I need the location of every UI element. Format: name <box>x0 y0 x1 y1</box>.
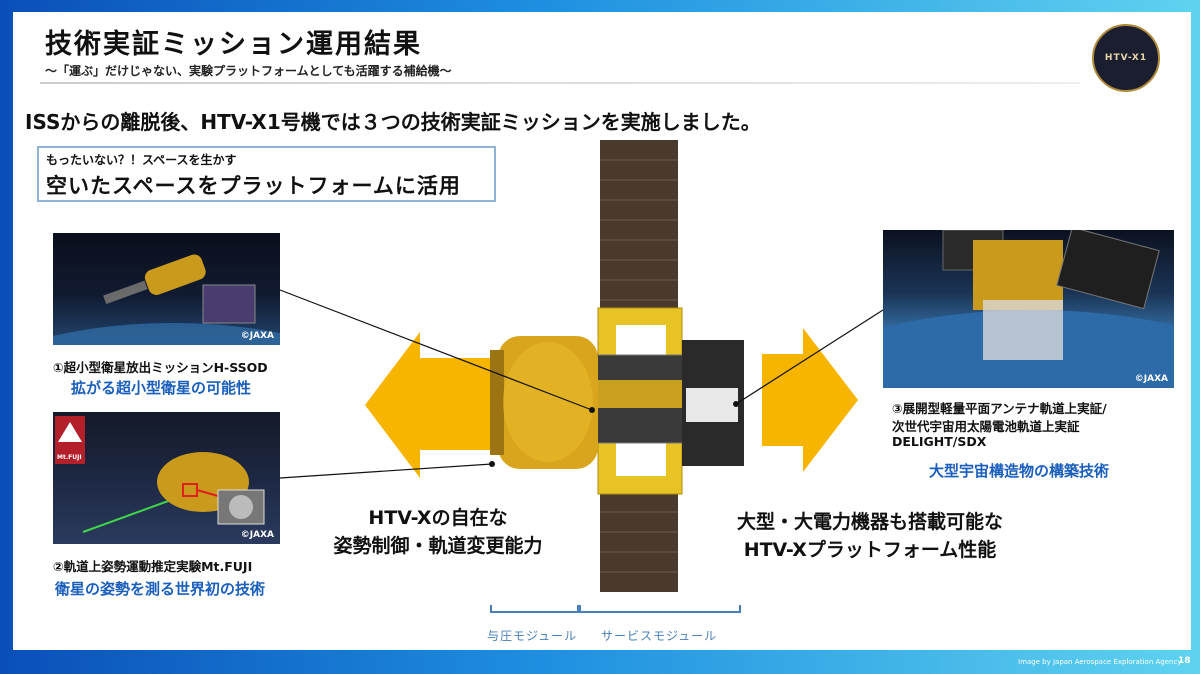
photo-credit: ©JAXA <box>1134 374 1168 384</box>
ability-left: HTV-Xの自在な 姿勢制御・軌道変更能力 <box>318 504 558 560</box>
mission-2-caption: ②軌道上姿勢運動推定実験Mt.FUJI <box>53 559 253 574</box>
ability-left-line2: 姿勢制御・軌道変更能力 <box>333 535 543 557</box>
callout-small-text: もったいない？！スペースを生かす <box>46 153 237 167</box>
callout-box <box>37 146 496 202</box>
delight-sdx-illustration <box>883 230 1174 388</box>
mission-3-caption-line2: 次世代宇宙用太陽電池軌道上実証 <box>892 419 1080 434</box>
mtfuji-illustration <box>55 416 265 533</box>
photo-mtfuji: Mt.FUJI ©JAXA <box>53 412 280 544</box>
solar-panel-top <box>600 140 678 315</box>
mission-2-benefit: 衛星の姿勢を測る世界初の技術 <box>55 580 266 598</box>
photo-credit: ©JAXA <box>240 530 274 540</box>
mtfuji-badge: Mt.FUJI <box>57 454 82 461</box>
footer-image-credit: Image by Japan Aerospace Exploration Age… <box>1018 658 1182 666</box>
service-module-label: サービスモジュール <box>601 629 718 643</box>
mission-3-benefit: 大型宇宙構造物の構築技術 <box>929 462 1110 480</box>
ability-right: 大型・大電力機器も搭載可能な HTV-Xプラットフォーム性能 <box>690 508 1050 564</box>
mission-3-caption-line3: DELIGHT/SDX <box>892 434 987 449</box>
ability-right-line2: HTV-Xプラットフォーム性能 <box>743 539 997 561</box>
page-number: 18 <box>1178 656 1191 666</box>
callout-main-text: 空いたスペースをプラットフォームに活用 <box>46 174 461 198</box>
mission-logo: HTV-X1 <box>1092 24 1160 92</box>
page-title: 技術実証ミッション運用結果 <box>45 29 422 60</box>
header-divider <box>40 82 1080 84</box>
mission-1-benefit: 拡がる超小型衛星の可能性 <box>71 379 252 397</box>
mission-3-caption-line1: ③展開型軽量平面アンテナ軌道上実証/ <box>892 401 1107 416</box>
ability-right-line1: 大型・大電力機器も搭載可能な <box>736 511 1003 533</box>
right-arrow <box>762 328 858 472</box>
lead-text: ISSからの離脱後、HTV-X1号機では３つの技術実証ミッションを実施しました。 <box>25 110 761 134</box>
left-arrow <box>365 332 492 478</box>
photo-credit: ©JAXA <box>240 331 274 341</box>
mission-1-caption: ①超小型衛星放出ミッションH-SSOD <box>53 360 268 375</box>
solar-panel-bottom <box>600 492 678 592</box>
photo-delight-sdx: ©JAXA <box>883 230 1174 388</box>
photo-hssod: ©JAXA <box>53 233 280 345</box>
hssod-illustration <box>53 254 280 345</box>
ability-left-line1: HTV-Xの自在な <box>368 507 508 529</box>
page-subtitle: ～「運ぶ」だけじゃない、実験プラットフォームとしても活躍する補給機～ <box>45 64 452 78</box>
pressurized-module-label: 与圧モジュール <box>487 629 578 643</box>
